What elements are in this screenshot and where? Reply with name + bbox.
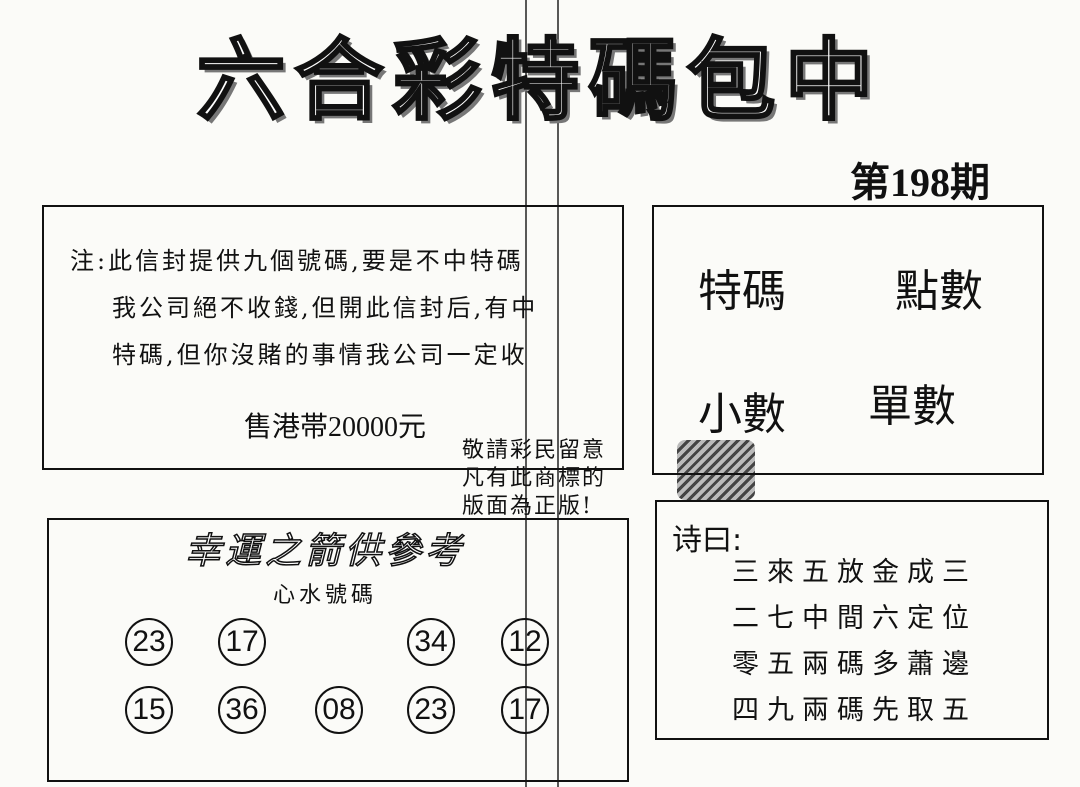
notice-line: 我公司絕不收錢,但開此信封后,有中 — [112, 294, 539, 322]
notice-text: 注:此信封提供九個號碼,要是不中特碼 我公司絕不收錢,但開此信封后,有中 特碼,… — [70, 238, 538, 379]
lucky-title: 幸運之箭供參考 — [184, 530, 466, 573]
number-ball: 36 — [218, 686, 266, 734]
number-ball: 23 — [407, 686, 455, 734]
feature-label: 單數 — [868, 381, 956, 432]
authenticity-line: 版面為正版! — [462, 494, 593, 519]
issue-number: 第198期 — [850, 160, 990, 205]
page-title: 六合彩特碼包中 — [195, 27, 883, 134]
number-ball: 34 — [407, 618, 455, 666]
feature-label: 點數 — [895, 266, 983, 317]
poem-heading: 诗曰: — [672, 523, 743, 558]
lucky-numbers-box — [47, 518, 629, 782]
poem-line: 四九兩碼先取五 — [732, 695, 977, 726]
authenticity-line: 凡有此商標的 — [462, 466, 607, 491]
features-box — [652, 205, 1044, 475]
lucky-subtitle: 心水號碼 — [273, 583, 378, 608]
price-text: 售港帯20000元 — [243, 412, 426, 443]
poem-box — [655, 500, 1049, 740]
poem-line: 二七中間六定位 — [732, 603, 977, 634]
poem-text: 三來五放金成三 二七中間六定位 零五兩碼多蕭邊 四九兩碼先取五 — [732, 550, 977, 734]
poem-line: 零五兩碼多蕭邊 — [732, 649, 977, 680]
notice-line: 注:此信封提供九個號碼,要是不中特碼 — [70, 247, 524, 275]
authenticity-note: 敬請彩民留意 凡有此商標的 版面為正版! — [462, 437, 606, 521]
number-ball: 15 — [125, 686, 173, 734]
feature-label: 特碼 — [698, 266, 786, 317]
notice-box — [42, 205, 624, 470]
feature-label: 小數 — [698, 389, 786, 440]
authenticity-line: 敬請彩民留意 — [462, 438, 607, 463]
poem-line: 三來五放金成三 — [732, 557, 977, 588]
number-ball: 23 — [125, 618, 173, 666]
scan-line — [557, 0, 559, 787]
number-ball: 17 — [501, 686, 549, 734]
number-ball: 12 — [501, 618, 549, 666]
scan-line — [525, 0, 527, 787]
trademark-logo — [677, 440, 755, 500]
number-ball: 08 — [315, 686, 363, 734]
notice-line: 特碼,但你沒賭的事情我公司一定收 — [112, 341, 528, 369]
number-ball: 17 — [218, 618, 266, 666]
